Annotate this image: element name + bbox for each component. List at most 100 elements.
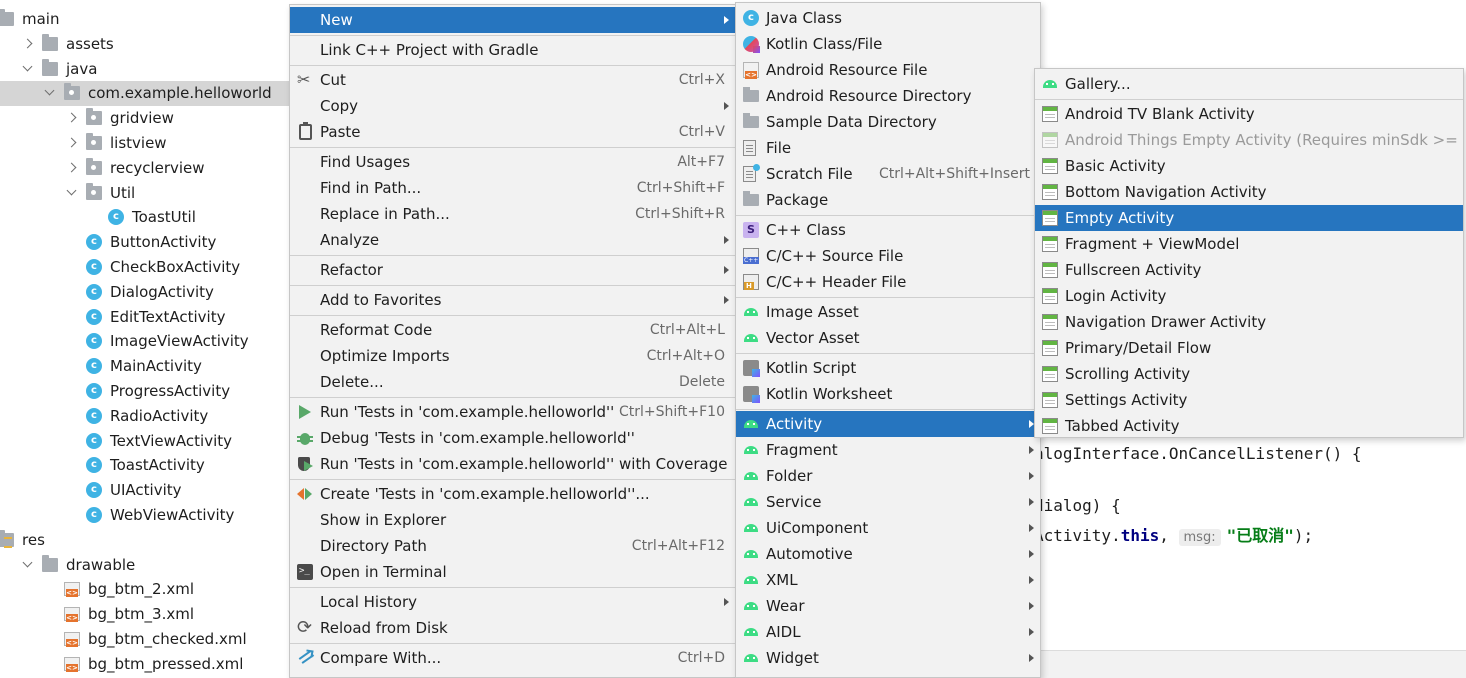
menu-item-login-activity[interactable]: Login Activity	[1035, 283, 1463, 309]
menu-item-copy[interactable]: Copy	[290, 93, 735, 119]
tree-node-bg-btm-checked-xml[interactable]: bg_btm_checked.xml	[0, 627, 290, 652]
menu-separator	[290, 34, 735, 36]
menu-item-kotlin-script[interactable]: Kotlin Script	[736, 355, 1040, 381]
menu-item-automotive[interactable]: Automotive	[736, 541, 1040, 567]
menu-item-tabbed-activity[interactable]: Tabbed Activity	[1035, 413, 1463, 437]
menu-item-service[interactable]: Service	[736, 489, 1040, 515]
tree-node-recyclerview[interactable]: recyclerview	[0, 156, 290, 181]
menu-item-scrolling-activity[interactable]: Scrolling Activity	[1035, 361, 1463, 387]
tree-node-assets[interactable]: assets	[0, 32, 290, 57]
chevron-down-icon[interactable]	[22, 557, 33, 568]
menu-item-vector-asset[interactable]: Vector Asset	[736, 325, 1040, 351]
menu-item-refactor[interactable]: Refactor	[290, 257, 735, 283]
chevron-down-icon[interactable]	[44, 85, 55, 96]
menu-item-wear[interactable]: Wear	[736, 593, 1040, 619]
menu-item-local-history[interactable]: Local History	[290, 589, 735, 615]
menu-item-kotlin-class-file[interactable]: Kotlin Class/File	[736, 31, 1040, 57]
menu-item-settings-activity[interactable]: Settings Activity	[1035, 387, 1463, 413]
menu-item-run-tests-in-com-example-helloworld[interactable]: Run 'Tests in 'com.example.helloworld''C…	[290, 399, 735, 425]
menu-item-fragment-viewmodel[interactable]: Fragment + ViewModel	[1035, 231, 1463, 257]
menu-item-link-c-project-with-gradle[interactable]: Link C++ Project with Gradle	[290, 37, 735, 63]
menu-item-navigation-drawer-activity[interactable]: Navigation Drawer Activity	[1035, 309, 1463, 335]
menu-item-run-tests-in-com-example-helloworld-with-coverage[interactable]: Run 'Tests in 'com.example.helloworld'' …	[290, 451, 735, 477]
tree-node-bg-btm-pressed-xml[interactable]: bg_btm_pressed.xml	[0, 652, 290, 677]
menu-item-analyze[interactable]: Analyze	[290, 227, 735, 253]
tree-node-com-example-helloworld[interactable]: com.example.helloworld	[0, 81, 290, 107]
menu-item-show-in-explorer[interactable]: Show in Explorer	[290, 507, 735, 533]
tree-node-util[interactable]: Util	[0, 181, 290, 206]
menu-item-activity[interactable]: Activity	[736, 411, 1040, 437]
menu-item-bottom-navigation-activity[interactable]: Bottom Navigation Activity	[1035, 179, 1463, 205]
tree-node-listview[interactable]: listview	[0, 131, 290, 156]
menu-item-widget[interactable]: Widget	[736, 645, 1040, 671]
chevron-right-icon[interactable]	[66, 162, 77, 173]
menu-item-kotlin-worksheet[interactable]: Kotlin Worksheet	[736, 381, 1040, 407]
menu-item-add-to-favorites[interactable]: Add to Favorites	[290, 287, 735, 313]
tree-node-res[interactable]: res	[0, 528, 290, 553]
menu-item-android-tv-blank-activity[interactable]: Android TV Blank Activity	[1035, 101, 1463, 127]
menu-item-c-c-header-file[interactable]: C/C++ Header File	[736, 269, 1040, 295]
menu-item-sample-data-directory[interactable]: Sample Data Directory	[736, 109, 1040, 135]
menu-item-image-asset[interactable]: Image Asset	[736, 299, 1040, 325]
menu-item-fragment[interactable]: Fragment	[736, 437, 1040, 463]
tree-node-gridview[interactable]: gridview	[0, 106, 290, 131]
menu-item-basic-activity[interactable]: Basic Activity	[1035, 153, 1463, 179]
chevron-right-icon[interactable]	[66, 112, 77, 123]
menu-item-gallery[interactable]: Gallery...	[1035, 71, 1463, 97]
chevron-right-icon[interactable]	[66, 137, 77, 148]
chevron-down-icon[interactable]	[22, 61, 33, 72]
menu-item-primary-detail-flow[interactable]: Primary/Detail Flow	[1035, 335, 1463, 361]
menu-item-delete[interactable]: Delete...Delete	[290, 369, 735, 395]
menu-item-file[interactable]: File	[736, 135, 1040, 161]
menu-item-find-in-path[interactable]: Find in Path...Ctrl+Shift+F	[290, 175, 735, 201]
menu-item-debug-tests-in-com-example-helloworld[interactable]: Debug 'Tests in 'com.example.helloworld'…	[290, 425, 735, 451]
menu-item-uicomponent[interactable]: UiComponent	[736, 515, 1040, 541]
chevron-right-icon[interactable]	[22, 38, 33, 49]
menu-item-reload-from-disk[interactable]: Reload from Disk	[290, 615, 735, 641]
menu-item-open-in-terminal[interactable]: Open in Terminal	[290, 559, 735, 585]
menu-item-fullscreen-activity[interactable]: Fullscreen Activity	[1035, 257, 1463, 283]
tree-node-java[interactable]: java	[0, 57, 290, 82]
menu-item-label: Scrolling Activity	[1065, 365, 1191, 383]
menu-item-package[interactable]: Package	[736, 187, 1040, 213]
menu-separator	[736, 408, 1040, 410]
menu-item-replace-in-path[interactable]: Replace in Path...Ctrl+Shift+R	[290, 201, 735, 227]
menu-item-aidl[interactable]: AIDL	[736, 619, 1040, 645]
menu-item-create-tests-in-com-example-helloworld[interactable]: Create 'Tests in 'com.example.helloworld…	[290, 481, 735, 507]
menu-item-android-resource-directory[interactable]: Android Resource Directory	[736, 83, 1040, 109]
menu-item-compare-with[interactable]: Compare With...Ctrl+D	[290, 645, 735, 671]
menu-item-c-c-source-file[interactable]: C/C++ Source File	[736, 243, 1040, 269]
menu-item-new[interactable]: New	[290, 7, 735, 33]
menu-item-android-resource-file[interactable]: Android Resource File	[736, 57, 1040, 83]
tree-node-bg-btm-3-xml[interactable]: bg_btm_3.xml	[0, 602, 290, 627]
menu-item-empty-activity[interactable]: Empty Activity	[1035, 205, 1463, 231]
tree-node-drawable[interactable]: drawable	[0, 553, 290, 578]
tree-node-bg-btm-2-xml[interactable]: bg_btm_2.xml	[0, 577, 290, 602]
tree-node-main[interactable]: main	[0, 7, 290, 32]
chevron-down-icon[interactable]	[66, 185, 77, 196]
menu-item-folder[interactable]: Folder	[736, 463, 1040, 489]
menu-item-xml[interactable]: XML	[736, 567, 1040, 593]
